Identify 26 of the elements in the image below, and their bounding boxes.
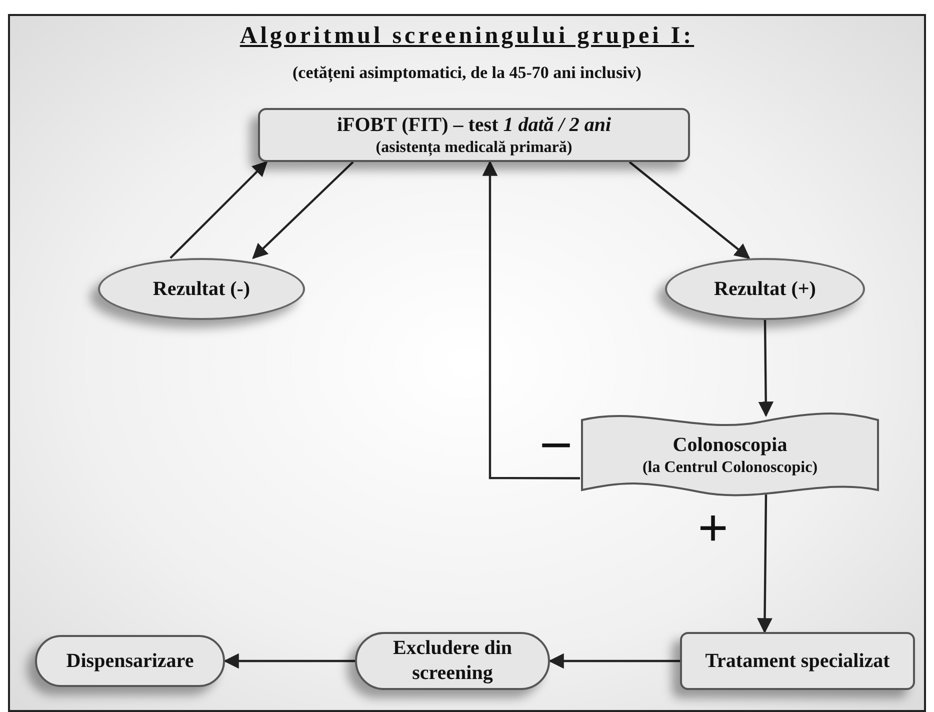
arrow xyxy=(252,161,354,260)
subtitle: (cetățeni asimptomatici, de la 45-70 ani inclusiv) xyxy=(292,62,642,84)
node-text: iFOBT (FIT) – test 1 dată / 2 ani xyxy=(336,112,612,138)
node-text: (la Centrul Colonoscopic) xyxy=(642,458,818,478)
arrow xyxy=(223,653,355,669)
node-text: Excludere din screening xyxy=(392,636,514,686)
arrow xyxy=(628,161,750,259)
edge-label: + xyxy=(698,501,728,555)
node-text: Dispensarizare xyxy=(66,648,194,674)
node-text: Colonoscopia xyxy=(672,432,788,458)
title: Algoritmul screeningului grupei I: xyxy=(240,22,694,51)
process-box xyxy=(35,635,225,687)
arrow xyxy=(758,320,774,417)
edge-label: – xyxy=(542,413,570,467)
node-text: Rezultat (-) xyxy=(152,276,250,302)
process-box xyxy=(355,632,550,690)
arrow xyxy=(170,160,268,259)
arrow xyxy=(482,160,580,480)
process-box xyxy=(680,632,915,690)
node-text: (asistența medicală primară) xyxy=(376,138,572,158)
banner-shape xyxy=(580,412,880,498)
arrow xyxy=(757,494,772,634)
node-text: Rezultat (+) xyxy=(714,276,816,302)
node-text: Tratament specializat xyxy=(705,648,890,674)
process-box xyxy=(258,108,690,162)
arrow xyxy=(548,653,680,669)
